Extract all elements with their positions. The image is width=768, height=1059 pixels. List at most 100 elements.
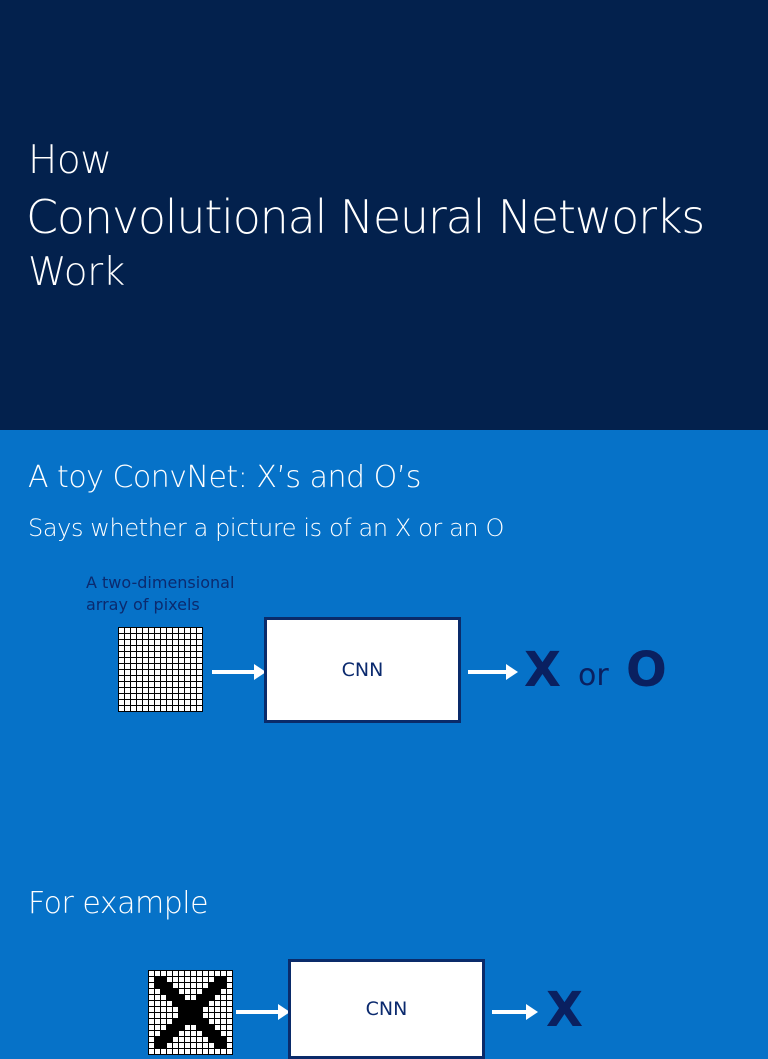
pixel-cell — [161, 652, 166, 657]
pixel-cell — [125, 694, 130, 699]
pixel-cell — [173, 688, 178, 693]
section-heading: A toy ConvNet: X’s and O’s — [28, 460, 421, 495]
pixel-cell — [131, 688, 136, 693]
pixel-cell — [191, 977, 196, 982]
pixel-cell — [227, 977, 232, 982]
pixel-cell — [221, 1019, 226, 1024]
pixel-cell — [125, 676, 130, 681]
pixel-cell — [149, 971, 154, 976]
input-arrow-icon — [212, 664, 266, 680]
pixel-cell — [149, 1043, 154, 1048]
pixel-cell — [131, 706, 136, 711]
pixel-cell — [173, 983, 178, 988]
pixel-cell — [149, 652, 154, 657]
pixel-cell — [143, 682, 148, 687]
pixel-cell — [221, 1001, 226, 1006]
pixel-cell — [173, 995, 178, 1000]
pixel-cell — [215, 977, 220, 982]
pixel-cell — [203, 1025, 208, 1030]
pixel-cell — [149, 706, 154, 711]
pixel-cell — [173, 706, 178, 711]
content-slide: A toy ConvNet: X’s and O’s Says whether … — [0, 430, 768, 1059]
pixel-cell — [167, 664, 172, 669]
pixel-cell — [167, 1037, 172, 1042]
pixel-cell — [125, 670, 130, 675]
pixel-cell — [167, 1031, 172, 1036]
pixel-cell — [197, 983, 202, 988]
pixel-cell — [137, 706, 142, 711]
cnn-box: CNN — [264, 617, 461, 723]
pixel-cell — [215, 1049, 220, 1054]
pixel-cell — [185, 652, 190, 657]
pixel-cell — [221, 1037, 226, 1042]
pixel-cell — [149, 1037, 154, 1042]
pixel-cell — [179, 700, 184, 705]
pixel-cell — [227, 1049, 232, 1054]
pixel-cell — [161, 664, 166, 669]
pixel-cell — [125, 628, 130, 633]
pixel-cell — [131, 664, 136, 669]
pixel-cell — [215, 1037, 220, 1042]
pixel-cell — [197, 700, 202, 705]
pixel-cell — [155, 995, 160, 1000]
pixel-cell — [227, 1037, 232, 1042]
pixel-cell — [179, 1019, 184, 1024]
pixel-cell — [185, 694, 190, 699]
pixel-cell — [155, 688, 160, 693]
pixel-cell — [119, 628, 124, 633]
pixel-cell — [191, 700, 196, 705]
pixel-cell — [191, 688, 196, 693]
pixel-cell — [155, 983, 160, 988]
pixel-cell — [143, 658, 148, 663]
pixel-cell — [179, 983, 184, 988]
pixel-cell — [185, 646, 190, 651]
pixel-cell — [209, 995, 214, 1000]
pixel-cell — [149, 977, 154, 982]
pixel-cell — [185, 1043, 190, 1048]
pixel-cell — [149, 628, 154, 633]
pixel-cell — [137, 682, 142, 687]
pixel-cell — [191, 658, 196, 663]
pixel-cell — [227, 1007, 232, 1012]
pixel-array-caption: A two-dimensional array of pixels — [86, 572, 266, 616]
pixel-cell — [173, 989, 178, 994]
pixel-cell — [137, 658, 142, 663]
pixel-cell — [227, 989, 232, 994]
pixel-cell — [161, 1031, 166, 1036]
pixel-cell — [179, 1013, 184, 1018]
pixel-cell — [155, 977, 160, 982]
pixel-cell — [197, 995, 202, 1000]
pixel-cell — [143, 646, 148, 651]
pixel-cell — [149, 646, 154, 651]
pixel-cell — [167, 1007, 172, 1012]
pixel-cell — [197, 688, 202, 693]
pixel-cell — [179, 706, 184, 711]
pixel-cell — [149, 682, 154, 687]
pixel-cell — [191, 706, 196, 711]
pixel-cell — [203, 1013, 208, 1018]
output-o-label: O — [626, 642, 667, 698]
pixel-cell — [173, 670, 178, 675]
pixel-cell — [173, 1013, 178, 1018]
pixel-cell — [185, 995, 190, 1000]
pixel-cell — [227, 1043, 232, 1048]
pixel-cell — [191, 1049, 196, 1054]
title-slide: How Convolutional Neural Networks Work — [0, 0, 768, 430]
pixel-cell — [125, 688, 130, 693]
pixel-cell — [155, 628, 160, 633]
pixel-cell — [197, 640, 202, 645]
pixel-cell — [221, 971, 226, 976]
pixel-cell — [119, 652, 124, 657]
pixel-cell — [173, 664, 178, 669]
pixel-cell — [167, 1019, 172, 1024]
pixel-cell — [161, 658, 166, 663]
pixel-cell — [197, 1031, 202, 1036]
pixel-cell — [131, 640, 136, 645]
pixel-cell — [203, 989, 208, 994]
pixel-cell — [209, 983, 214, 988]
pixel-cell — [119, 646, 124, 651]
pixel-cell — [197, 989, 202, 994]
pixel-cell — [161, 694, 166, 699]
pixel-cell — [137, 652, 142, 657]
pixel-cell — [221, 1013, 226, 1018]
